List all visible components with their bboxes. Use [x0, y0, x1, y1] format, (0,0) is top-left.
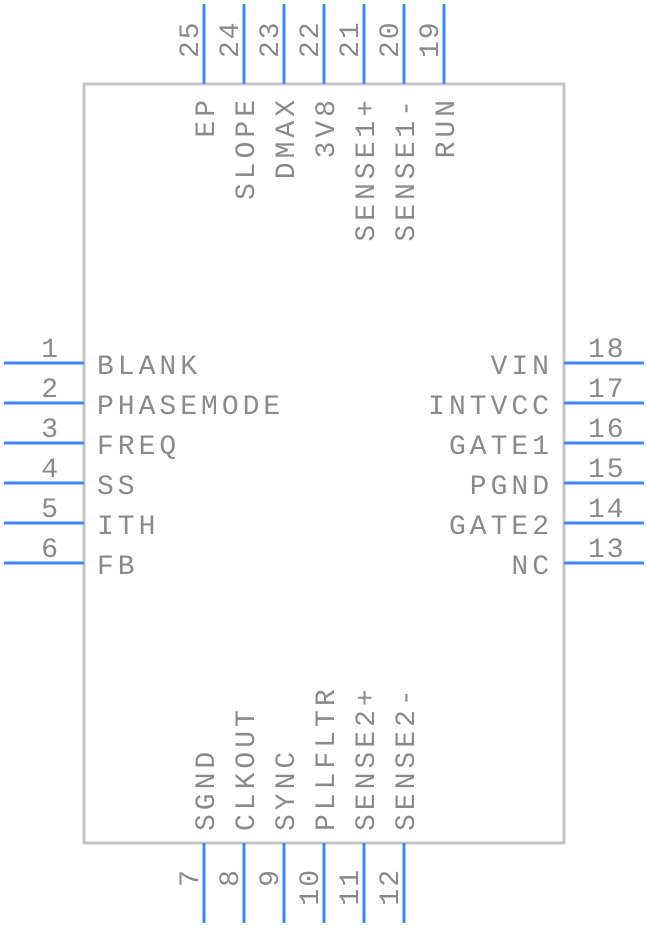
pin-number: 20	[376, 20, 407, 58]
pin-number: 22	[296, 20, 327, 58]
pin-number: 4	[41, 455, 60, 486]
pin-label: SS	[97, 472, 139, 503]
pin-label: ITH	[97, 512, 159, 543]
pin-label: PHASEMODE	[97, 392, 284, 423]
pin-label: GATE2	[449, 512, 553, 543]
pin-number: 9	[256, 868, 287, 887]
pin-number: 1	[41, 335, 60, 366]
ic-body	[82, 82, 566, 845]
pin-number: 7	[176, 868, 207, 887]
pin-label: SLOPE	[232, 96, 263, 200]
pin-label: INTVCC	[428, 392, 553, 423]
pin-label: FREQ	[97, 432, 180, 463]
pin-number: 14	[588, 495, 626, 526]
pin-label: 3V8	[312, 96, 343, 158]
pin-label: VIN	[491, 352, 553, 383]
pin-label: SENSE1-	[392, 96, 423, 242]
pin-number: 24	[216, 20, 247, 58]
pin-number: 12	[376, 868, 407, 906]
pin-number: 6	[41, 535, 60, 566]
pin-label: BLANK	[97, 352, 201, 383]
pin-label: FB	[97, 552, 139, 583]
pin-number: 2	[41, 375, 60, 406]
pin-label: SGND	[192, 748, 223, 831]
pin-number: 8	[216, 868, 247, 887]
pin-number: 10	[296, 868, 327, 906]
pin-number: 3	[41, 415, 60, 446]
pin-number: 19	[416, 20, 447, 58]
pin-number: 13	[588, 535, 626, 566]
pin-label: EP	[192, 96, 223, 138]
pin-number: 21	[336, 20, 367, 58]
pin-number: 16	[588, 415, 626, 446]
pin-label: GATE1	[449, 432, 553, 463]
pin-label: SENSE1+	[352, 96, 383, 242]
pin-number: 15	[588, 455, 626, 486]
pin-label: PGND	[470, 472, 553, 503]
pin-number: 11	[336, 868, 367, 906]
pin-number: 17	[588, 375, 626, 406]
pin-label: PLLFLTR	[312, 685, 343, 831]
pin-number: 23	[256, 20, 287, 58]
pin-label: SENSE2-	[392, 685, 423, 831]
pin-label: SENSE2+	[352, 685, 383, 831]
pin-label: CLKOUT	[232, 706, 263, 831]
pin-number: 25	[176, 20, 207, 58]
pin-label: NC	[511, 552, 553, 583]
pin-number: 5	[41, 495, 60, 526]
pin-label: RUN	[432, 96, 463, 158]
pin-label: DMAX	[272, 96, 303, 179]
pin-number: 18	[588, 335, 626, 366]
pin-label: SYNC	[272, 748, 303, 831]
